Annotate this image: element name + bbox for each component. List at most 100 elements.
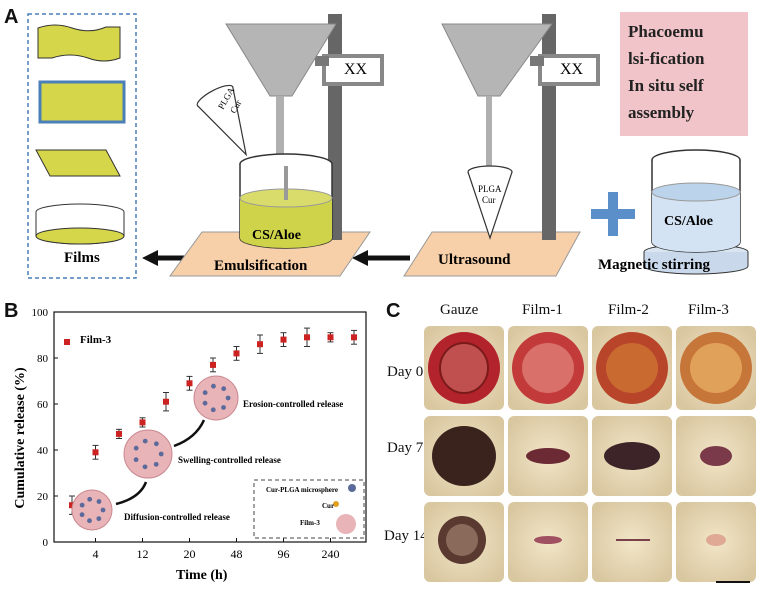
col-header-film-3: Film-3 xyxy=(688,302,729,318)
row-label-day-0: Day 0 xyxy=(387,364,424,380)
photo-day0-gauze xyxy=(424,326,504,410)
funnel-1 xyxy=(225,23,337,97)
microsphere xyxy=(158,451,164,457)
data-point xyxy=(69,502,75,509)
y-tick-label: 0 xyxy=(43,537,49,549)
data-point xyxy=(186,380,193,387)
ultrasound-base xyxy=(403,231,581,277)
key-cur-icon xyxy=(333,501,339,507)
microsphere xyxy=(87,518,92,524)
data-point xyxy=(304,334,310,341)
photo-day14-film-3 xyxy=(676,502,756,582)
y-tick-label: 60 xyxy=(37,399,49,411)
films-box xyxy=(27,13,137,279)
sphere-diffusion xyxy=(71,489,113,531)
col-header-film-1: Film-1 xyxy=(522,302,563,318)
data-point xyxy=(92,449,99,456)
data-point xyxy=(233,350,240,357)
arrow-curve-2 xyxy=(173,419,206,448)
key-film: Film-3 xyxy=(300,519,320,527)
x-tick-label: 48 xyxy=(231,547,243,561)
legend-label: Film-3 xyxy=(80,334,112,346)
y-tick-label: 100 xyxy=(32,307,49,319)
key-title: Cur-PLGA microsphere xyxy=(266,486,339,494)
key-microsphere-icon xyxy=(348,484,356,492)
microsphere xyxy=(133,445,139,451)
data-point xyxy=(163,398,169,405)
beaker-3 xyxy=(651,182,741,202)
key-film-icon xyxy=(336,514,356,534)
microsphere xyxy=(96,516,102,522)
cs-aloe-label-2: CS/Aloe xyxy=(664,214,713,229)
release-chart: 0 20 40 60 80 100 4 12 20 48 96 240 xyxy=(32,307,367,561)
microsphere xyxy=(225,395,231,401)
film-parallelogram-shape xyxy=(35,149,121,177)
legend-marker xyxy=(64,339,70,345)
microsphere xyxy=(96,499,102,504)
annotation-diffusion: Diffusion-controlled release xyxy=(124,512,230,522)
microsphere xyxy=(210,407,216,413)
x-tick-label: 12 xyxy=(137,547,149,561)
microsphere xyxy=(100,507,106,513)
x-tick-label: 240 xyxy=(322,547,340,561)
microsphere xyxy=(79,512,85,518)
y-tick-label: 40 xyxy=(37,445,49,457)
phaco-box xyxy=(620,12,748,136)
stand-pole-2 xyxy=(542,14,556,240)
data-point xyxy=(257,341,263,348)
magnetic-stirring-label: Magnetic stirring xyxy=(598,257,711,273)
photo-day7-film-1 xyxy=(508,416,588,496)
photo-day0-film-2 xyxy=(592,326,672,410)
data-point xyxy=(116,430,122,437)
film-wavy-shape xyxy=(37,24,121,62)
microsphere xyxy=(87,496,93,502)
y-tick-label: 80 xyxy=(37,353,49,365)
schematic-svg xyxy=(27,12,749,279)
x-axis-label: Time (h) xyxy=(176,568,228,583)
photo-day14-film-1 xyxy=(508,502,588,582)
y-tick-label: 20 xyxy=(37,491,49,503)
microsphere xyxy=(202,390,208,396)
microsphere xyxy=(221,386,227,392)
cs-aloe-label-1: CS/Aloe xyxy=(252,228,301,243)
panel-b-label: B xyxy=(4,300,19,322)
ultrasound-label: Ultrasound xyxy=(438,252,511,268)
panel-c-label: C xyxy=(386,300,401,322)
x-tick-label: 96 xyxy=(278,547,290,561)
xx-label-1: XX xyxy=(344,61,368,78)
xx-label-2: XX xyxy=(560,61,584,78)
data-point xyxy=(351,334,357,341)
emulsification-label: Emulsification xyxy=(214,258,308,274)
funnel-2 xyxy=(441,23,553,97)
photo-day14-film-2 xyxy=(592,502,672,582)
plot-frame xyxy=(53,311,367,543)
films-label: Films xyxy=(64,250,100,266)
data-point xyxy=(139,419,146,426)
arrow-curve-1 xyxy=(115,481,148,506)
sphere-erosion xyxy=(193,375,239,421)
microsphere xyxy=(79,502,85,508)
film-rect-shape xyxy=(38,80,126,124)
data-point xyxy=(210,361,216,368)
microsphere xyxy=(202,400,208,406)
col-header-film-2: Film-2 xyxy=(608,302,649,318)
photo-day14-gauze xyxy=(424,502,504,582)
chart-axes: 0 20 40 60 80 100 4 12 20 48 96 240 xyxy=(32,307,367,561)
microsphere xyxy=(142,438,148,444)
row-label-day-14: Day 14 xyxy=(384,528,428,544)
microsphere xyxy=(211,383,216,389)
photo-day7-gauze xyxy=(424,416,504,496)
cone-2 xyxy=(467,171,513,240)
sphere-swelling xyxy=(123,429,173,479)
wound-photos xyxy=(424,326,756,583)
arrow-left-2 xyxy=(352,250,368,266)
data-point xyxy=(280,336,287,343)
microsphere xyxy=(153,461,159,467)
x-tick-label: 20 xyxy=(184,547,196,561)
microsphere xyxy=(133,457,139,463)
x-tick-label: 4 xyxy=(93,547,99,561)
data-point xyxy=(327,334,334,341)
col-header-gauze: Gauze xyxy=(440,302,479,318)
petri-dish-shape xyxy=(35,227,125,245)
